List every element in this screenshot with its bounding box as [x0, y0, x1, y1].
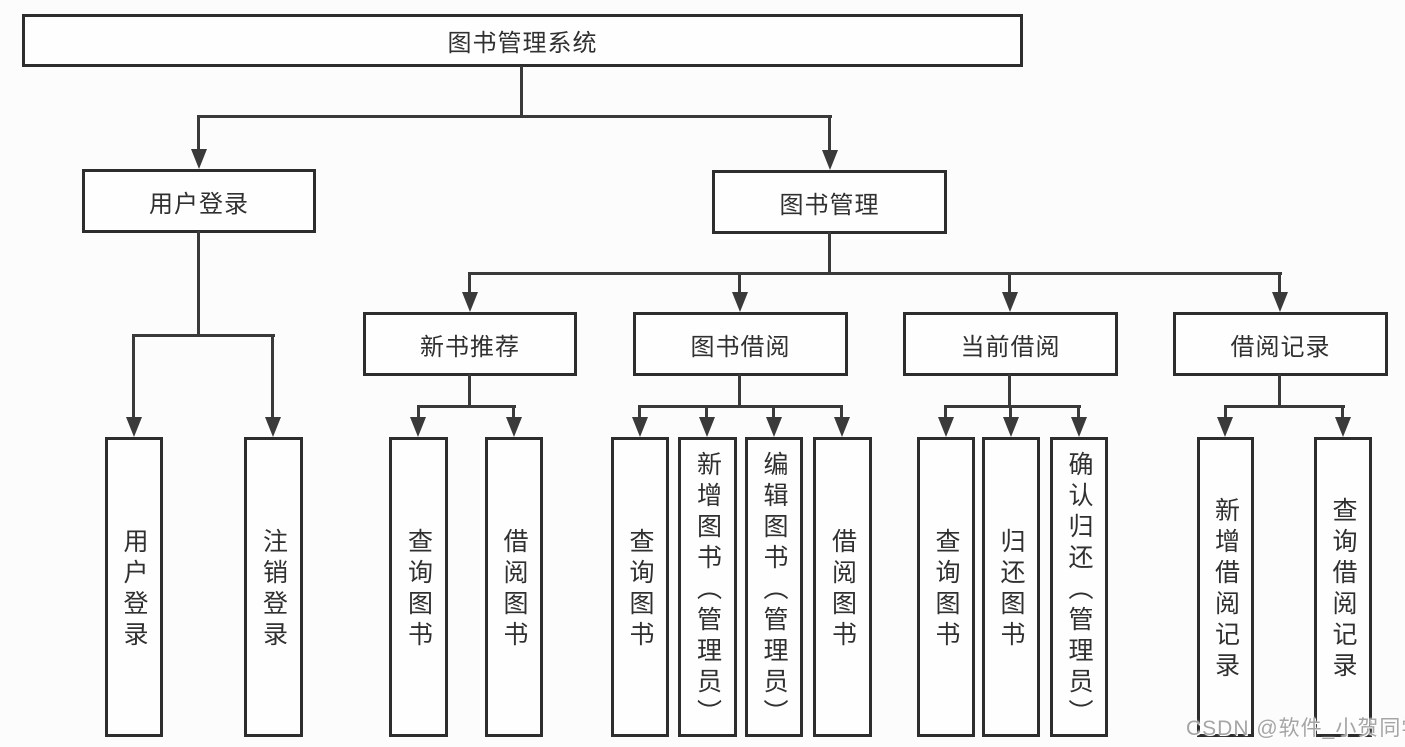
- arrow-down-icon: [732, 292, 748, 312]
- node-leaf-cb-return-books: 归还图书: [982, 437, 1040, 737]
- node-leaf-cb-confirm-return: 确认归还（管理员）: [1050, 437, 1108, 737]
- arrow-down-icon: [1335, 417, 1351, 437]
- node-leaf-bb-borrow-books: 借阅图书: [813, 437, 872, 737]
- watermark: CSDN @软件_小贺同学: [1186, 717, 1405, 740]
- connector-line: [828, 115, 831, 154]
- connector-line: [520, 66, 523, 117]
- node-leaf-logout-user-label: 注销登录: [259, 528, 288, 652]
- connector-line: [772, 405, 775, 419]
- connector-line: [1077, 405, 1080, 419]
- node-current-borrow: 当前借阅: [903, 312, 1118, 376]
- node-leaf-bb-edit-books-label: 编辑图书（管理员）: [760, 450, 788, 730]
- connector-line: [738, 272, 741, 295]
- node-user-login-label: 用户登录: [149, 190, 249, 218]
- node-root-label: 图书管理系统: [447, 30, 598, 57]
- node-leaf-cb-confirm-return-label: 确认归还（管理员）: [1065, 450, 1093, 730]
- connector-line: [271, 334, 274, 419]
- node-borrow-records-label: 借阅记录: [1230, 333, 1331, 361]
- connector-line: [828, 232, 831, 275]
- node-leaf-bb-add-books-label: 新增图书（管理员）: [693, 450, 722, 730]
- node-leaf-bb-add-books: 新增图书（管理员）: [678, 437, 737, 737]
- node-leaf-br-query-record-label: 查询借阅记录: [1329, 497, 1357, 683]
- connector-line: [638, 405, 843, 408]
- connector-line: [1009, 405, 1012, 419]
- node-leaf-rec-borrow-books: 借阅图书: [485, 437, 543, 737]
- node-current-borrow-label: 当前借阅: [960, 333, 1061, 361]
- connector-line: [705, 405, 708, 419]
- node-book-management: 图书管理: [712, 170, 947, 234]
- node-leaf-cb-return-books-label: 归还图书: [997, 528, 1025, 652]
- connector-line: [1224, 405, 1345, 408]
- connector-line: [1278, 272, 1281, 295]
- connector-line: [512, 405, 515, 419]
- connector-line: [132, 334, 135, 419]
- arrow-down-icon: [1002, 292, 1018, 312]
- connector-line: [468, 374, 471, 408]
- arrow-down-icon: [822, 150, 838, 170]
- connector-line: [417, 405, 516, 408]
- arrow-down-icon: [699, 417, 715, 437]
- node-book-management-label: 图书管理: [779, 191, 880, 219]
- node-leaf-bb-query-books-label: 查询图书: [626, 528, 654, 652]
- node-leaf-bb-edit-books: 编辑图书（管理员）: [745, 437, 803, 737]
- arrow-down-icon: [506, 417, 522, 437]
- node-leaf-cb-query-books-label: 查询图书: [932, 528, 960, 652]
- node-leaf-logout-user: 注销登录: [244, 437, 303, 737]
- node-new-book-recommend-label: 新书推荐: [420, 333, 520, 361]
- arrow-down-icon: [265, 417, 281, 437]
- arrow-down-icon: [191, 149, 207, 169]
- connector-line: [197, 231, 200, 336]
- arrow-down-icon: [410, 417, 426, 437]
- node-leaf-bb-query-books: 查询图书: [611, 437, 669, 737]
- node-leaf-rec-query-books-label: 查询图书: [404, 528, 433, 652]
- node-leaf-br-query-record: 查询借阅记录: [1314, 437, 1372, 737]
- connector-line: [132, 334, 275, 337]
- connector-line: [944, 405, 947, 419]
- arrow-down-icon: [1272, 292, 1288, 312]
- connector-line: [1341, 405, 1344, 419]
- arrow-down-icon: [1003, 417, 1019, 437]
- node-leaf-br-add-record-label: 新增借阅记录: [1211, 497, 1240, 683]
- connector-line: [840, 405, 843, 419]
- arrow-down-icon: [834, 417, 850, 437]
- node-book-borrow-label: 图书借阅: [690, 333, 791, 361]
- node-root: 图书管理系统: [22, 14, 1023, 67]
- node-user-login: 用户登录: [82, 169, 316, 233]
- arrow-down-icon: [1071, 417, 1087, 437]
- node-leaf-br-add-record: 新增借阅记录: [1197, 437, 1254, 737]
- connector-line: [198, 115, 832, 118]
- node-leaf-login-user-label: 用户登录: [120, 528, 148, 652]
- connector-line: [468, 272, 1282, 275]
- node-book-borrow: 图书借阅: [633, 312, 848, 376]
- arrow-down-icon: [766, 417, 782, 437]
- arrow-down-icon: [938, 417, 954, 437]
- connector-line: [1224, 405, 1227, 419]
- connector-line: [197, 115, 200, 153]
- connector-line: [417, 405, 420, 419]
- node-leaf-rec-borrow-books-label: 借阅图书: [500, 528, 528, 652]
- node-leaf-cb-query-books: 查询图书: [917, 437, 975, 737]
- node-borrow-records: 借阅记录: [1173, 312, 1388, 376]
- connector-line: [638, 405, 641, 419]
- node-new-book-recommend: 新书推荐: [363, 312, 577, 376]
- connector-line: [1278, 374, 1281, 408]
- connector-line: [1008, 374, 1011, 408]
- connector-line: [468, 272, 471, 295]
- node-leaf-bb-borrow-books-label: 借阅图书: [828, 528, 857, 652]
- arrow-down-icon: [1217, 417, 1233, 437]
- connector-line: [738, 374, 741, 408]
- arrow-down-icon: [632, 417, 648, 437]
- connector-line: [1008, 272, 1011, 295]
- arrow-down-icon: [462, 292, 478, 312]
- node-leaf-rec-query-books: 查询图书: [389, 437, 448, 737]
- node-leaf-login-user: 用户登录: [105, 437, 163, 737]
- connector-line: [944, 405, 1081, 408]
- arrow-down-icon: [126, 417, 142, 437]
